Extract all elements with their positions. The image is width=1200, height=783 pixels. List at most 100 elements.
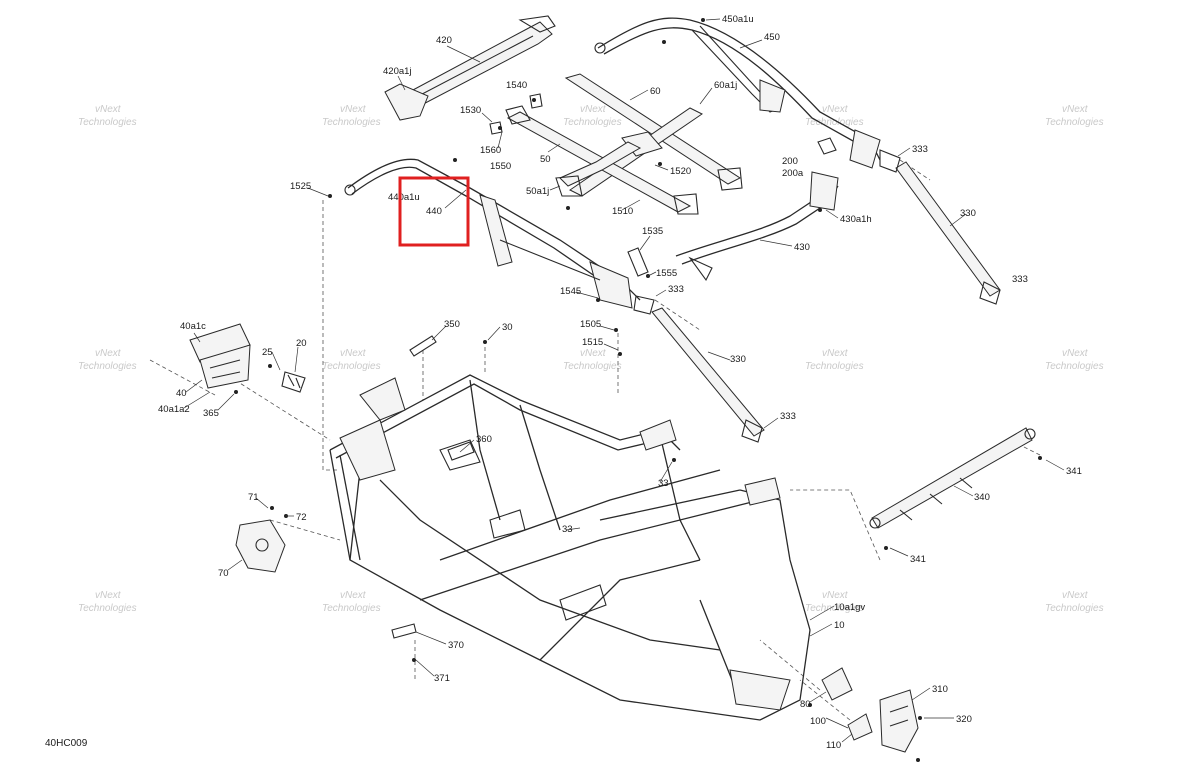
label-1520: 1520 [670, 166, 691, 177]
watermark-text: vNext [822, 590, 849, 601]
label-420a1j: 420a1j [383, 66, 412, 77]
watermark-text: vNext [822, 104, 849, 115]
part-370-bracket [391, 623, 417, 639]
watermark-text: Technologies [78, 117, 137, 128]
label-333-center: 333 [668, 284, 684, 295]
leader-lines [183, 18, 1065, 743]
label-430a1h: 430a1h [840, 214, 872, 225]
label-341-top: 341 [1066, 466, 1082, 477]
watermark-text: vNext [340, 348, 367, 359]
label-330-center: 330 [730, 354, 746, 365]
label-360: 360 [476, 434, 492, 445]
label-371: 371 [434, 673, 450, 684]
highlight-box-440 [398, 176, 470, 247]
label-20: 20 [296, 338, 307, 349]
part-350-bracket [409, 335, 437, 357]
part-1535-clip [627, 247, 649, 277]
watermark-text: vNext [1062, 348, 1089, 359]
watermark-text: vNext [95, 104, 122, 115]
label-50a1j: 50a1j [526, 186, 549, 197]
label-1510: 1510 [612, 206, 633, 217]
part-10-main-chassis [329, 374, 811, 721]
label-333-top: 333 [912, 144, 928, 155]
label-200a: 200a [782, 168, 804, 179]
label-320: 320 [956, 714, 972, 725]
label-72: 72 [296, 512, 307, 523]
label-1560: 1560 [480, 145, 501, 156]
label-450: 450 [764, 32, 780, 43]
label-30: 30 [502, 322, 513, 333]
label-420: 420 [436, 35, 452, 46]
part-70-mount [235, 519, 286, 573]
label-33-right: 33 [658, 478, 669, 489]
watermark-text: Technologies [322, 603, 381, 614]
watermark-text: Technologies [805, 361, 864, 372]
part-20-bracket [281, 371, 306, 393]
label-333-right: 333 [1012, 274, 1028, 285]
label-50: 50 [540, 154, 551, 165]
watermark-group: vNext Technologies vNext Technologies vN… [78, 104, 1104, 614]
label-340: 340 [974, 492, 990, 503]
part-420-roof-bar [384, 15, 556, 121]
label-100: 100 [810, 716, 826, 727]
label-310: 310 [932, 684, 948, 695]
label-1530: 1530 [460, 105, 481, 116]
label-365: 365 [203, 408, 219, 419]
part-200-clip [817, 137, 837, 155]
watermark-text: vNext [580, 348, 607, 359]
watermark-text: vNext [95, 590, 122, 601]
part-330-strut-right [879, 149, 1001, 305]
watermark-text: Technologies [563, 117, 622, 128]
part-330-strut-center [633, 295, 765, 443]
part-110-bracket [847, 713, 873, 741]
label-1555: 1555 [656, 268, 677, 279]
label-1535: 1535 [642, 226, 663, 237]
label-333-lower: 333 [780, 411, 796, 422]
label-440: 440 [426, 206, 442, 217]
part-430-rear-bar [675, 171, 839, 282]
label-10: 10 [834, 620, 845, 631]
watermark-text: Technologies [1045, 361, 1104, 372]
watermark-text: Technologies [563, 361, 622, 372]
watermark-text: vNext [822, 348, 849, 359]
label-1505: 1505 [580, 319, 601, 330]
part-440-front-roll-bar [344, 158, 641, 309]
label-350: 350 [444, 319, 460, 330]
watermark-text: vNext [580, 104, 607, 115]
label-60a1j: 60a1j [714, 80, 737, 91]
watermark-text: vNext [1062, 104, 1089, 115]
label-110: 110 [826, 740, 841, 751]
label-450a1u: 450a1u [722, 14, 754, 25]
label-70: 70 [218, 568, 229, 579]
part-340-side-rail [869, 427, 1036, 529]
label-71: 71 [248, 492, 259, 503]
label-430: 430 [794, 242, 810, 253]
watermark-text: Technologies [805, 117, 864, 128]
label-40a1c: 40a1c [180, 321, 206, 332]
part-50-center-brace [505, 105, 699, 215]
part-60-cross-brace [564, 73, 743, 197]
label-330-right: 330 [960, 208, 976, 219]
label-25: 25 [262, 347, 273, 358]
part-80-bracket [821, 667, 853, 701]
watermark-text: vNext [340, 104, 367, 115]
part-40-bracket [189, 323, 251, 389]
label-341-bottom: 341 [910, 554, 926, 565]
part-310-mount [879, 689, 919, 753]
label-1545: 1545 [560, 286, 581, 297]
watermark-text: Technologies [322, 361, 381, 372]
part-1540-clip [529, 93, 543, 109]
assembly-guide-lines [149, 159, 1041, 721]
label-1515: 1515 [582, 337, 603, 348]
label-40a1a2: 40a1a2 [158, 404, 190, 415]
label-60: 60 [650, 86, 661, 97]
watermark-text: vNext [340, 590, 367, 601]
part-450-roll-bar [594, 17, 881, 169]
label-40: 40 [176, 388, 187, 399]
label-80: 80 [800, 699, 811, 710]
label-10a1gv: 10a1gv [834, 602, 865, 613]
label-200: 200 [782, 156, 798, 167]
figure-code: 40HC009 [45, 738, 88, 749]
